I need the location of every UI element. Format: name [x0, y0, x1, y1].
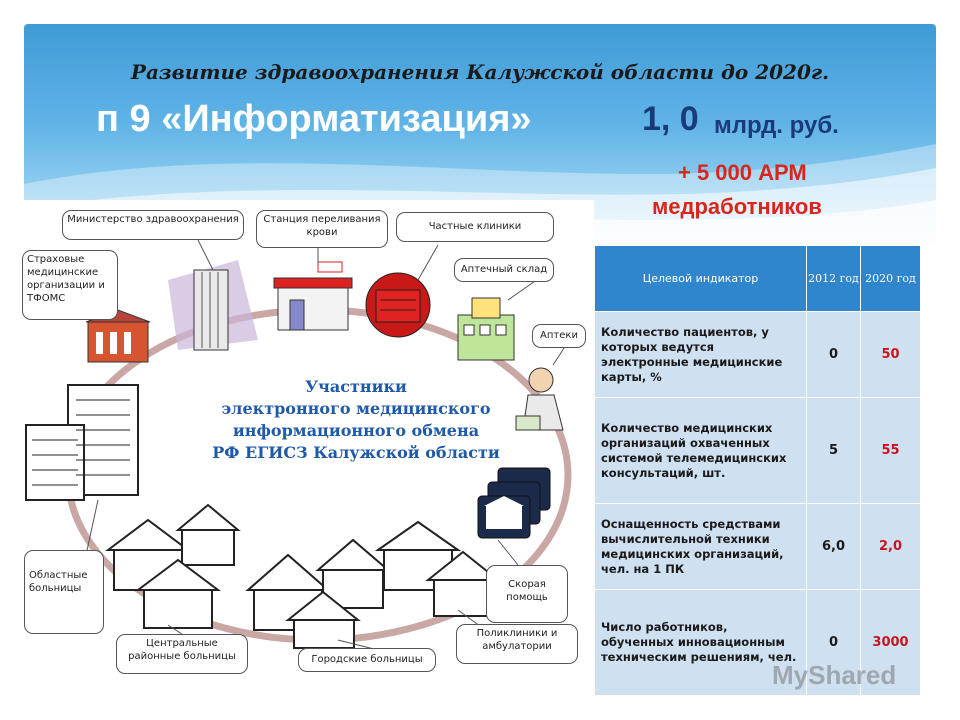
header-indicator: Целевой индикатор	[594, 245, 807, 312]
callout-district-hospitals: Центральные районные больницы	[116, 634, 248, 674]
callout-pharmacy-warehouse: Аптечный склад	[454, 258, 554, 282]
private-clinic-icon	[365, 272, 431, 338]
diagram-center-caption: Участники электронного медицинского инфо…	[186, 376, 526, 464]
indicators-table: Целевой индикатор 2012 год 2020 год Коли…	[594, 245, 921, 696]
callout-regional-hospitals: Областные больницы	[24, 550, 104, 634]
value-2020: 3000	[860, 589, 921, 696]
budget-unit: млрд. руб.	[714, 112, 839, 139]
value-2012: 0	[806, 589, 861, 696]
value-2012: 0	[806, 311, 861, 398]
workstations-count: + 5 000 АРМ	[678, 160, 807, 185]
page-title: п 9 «Информатизация»	[96, 98, 532, 140]
page-subtitle: Развитие здравоохранения Калужской облас…	[130, 60, 830, 84]
regional-hospital-icon	[25, 384, 139, 501]
caption-line: Участники	[305, 377, 407, 396]
value-2020: 2,0	[860, 503, 921, 590]
polyclinic-icon	[374, 520, 501, 617]
value-2012: 5	[806, 397, 861, 504]
table-row: Оснащенность средствами вычислительной т…	[594, 503, 921, 590]
callout-transfusion: Станция переливания крови	[256, 210, 388, 248]
header-2020: 2020 год	[860, 245, 921, 312]
workstations-label: медработников	[652, 194, 822, 219]
caption-line: информационного обмена	[232, 421, 480, 440]
value-2012: 6,0	[806, 503, 861, 590]
callout-insurance: Страховые медицинские организации и ТФОМ…	[22, 250, 118, 320]
indicator-name: Количество медицинских организаций охвач…	[594, 397, 807, 504]
budget-value: 1, 0	[642, 100, 699, 138]
district-hospital-icon	[105, 503, 241, 629]
caption-line: электронного медицинского	[221, 399, 491, 418]
ambulance-icon	[477, 467, 551, 539]
callout-ambulance: Скорая помощь	[486, 565, 568, 623]
value-2020: 50	[860, 311, 921, 398]
callout-polyclinics: Поликлиники и амбулатории	[456, 624, 578, 664]
callout-ministry: Министерство здравоохранения	[62, 210, 244, 240]
indicator-name: Число работников, обученных инновационны…	[594, 589, 807, 696]
table-row: Количество медицинских организаций охвач…	[594, 397, 921, 504]
ministry-building-icon	[168, 260, 258, 351]
table-row: Количество пациентов, у которых ведутся …	[594, 311, 921, 398]
indicator-name: Оснащенность средствами вычислительной т…	[594, 503, 807, 590]
callout-city-hospitals: Городские больницы	[298, 648, 436, 672]
watermark-logo: MyShared	[772, 660, 897, 690]
callout-private-clinics: Частные клиники	[396, 212, 554, 242]
indicator-name: Количество пациентов, у которых ведутся …	[594, 311, 807, 398]
transfusion-station-icon	[273, 261, 353, 331]
city-hospital-icon	[245, 538, 391, 649]
participants-diagram: Министерство здравоохранения Станция пер…	[18, 200, 594, 684]
diagram-graphics	[25, 239, 572, 651]
pharmacy-warehouse-icon	[457, 297, 515, 361]
callout-pharmacies: Аптеки	[532, 324, 586, 348]
table-row: Число работников, обученных инновационны…	[594, 589, 921, 696]
table-header-row: Целевой индикатор 2012 год 2020 год	[594, 245, 921, 312]
caption-line: РФ ЕГИСЗ Калужской области	[212, 443, 500, 462]
pharmacist-icon	[515, 367, 564, 431]
value-2020: 55	[860, 397, 921, 504]
header-2012: 2012 год	[806, 245, 861, 312]
